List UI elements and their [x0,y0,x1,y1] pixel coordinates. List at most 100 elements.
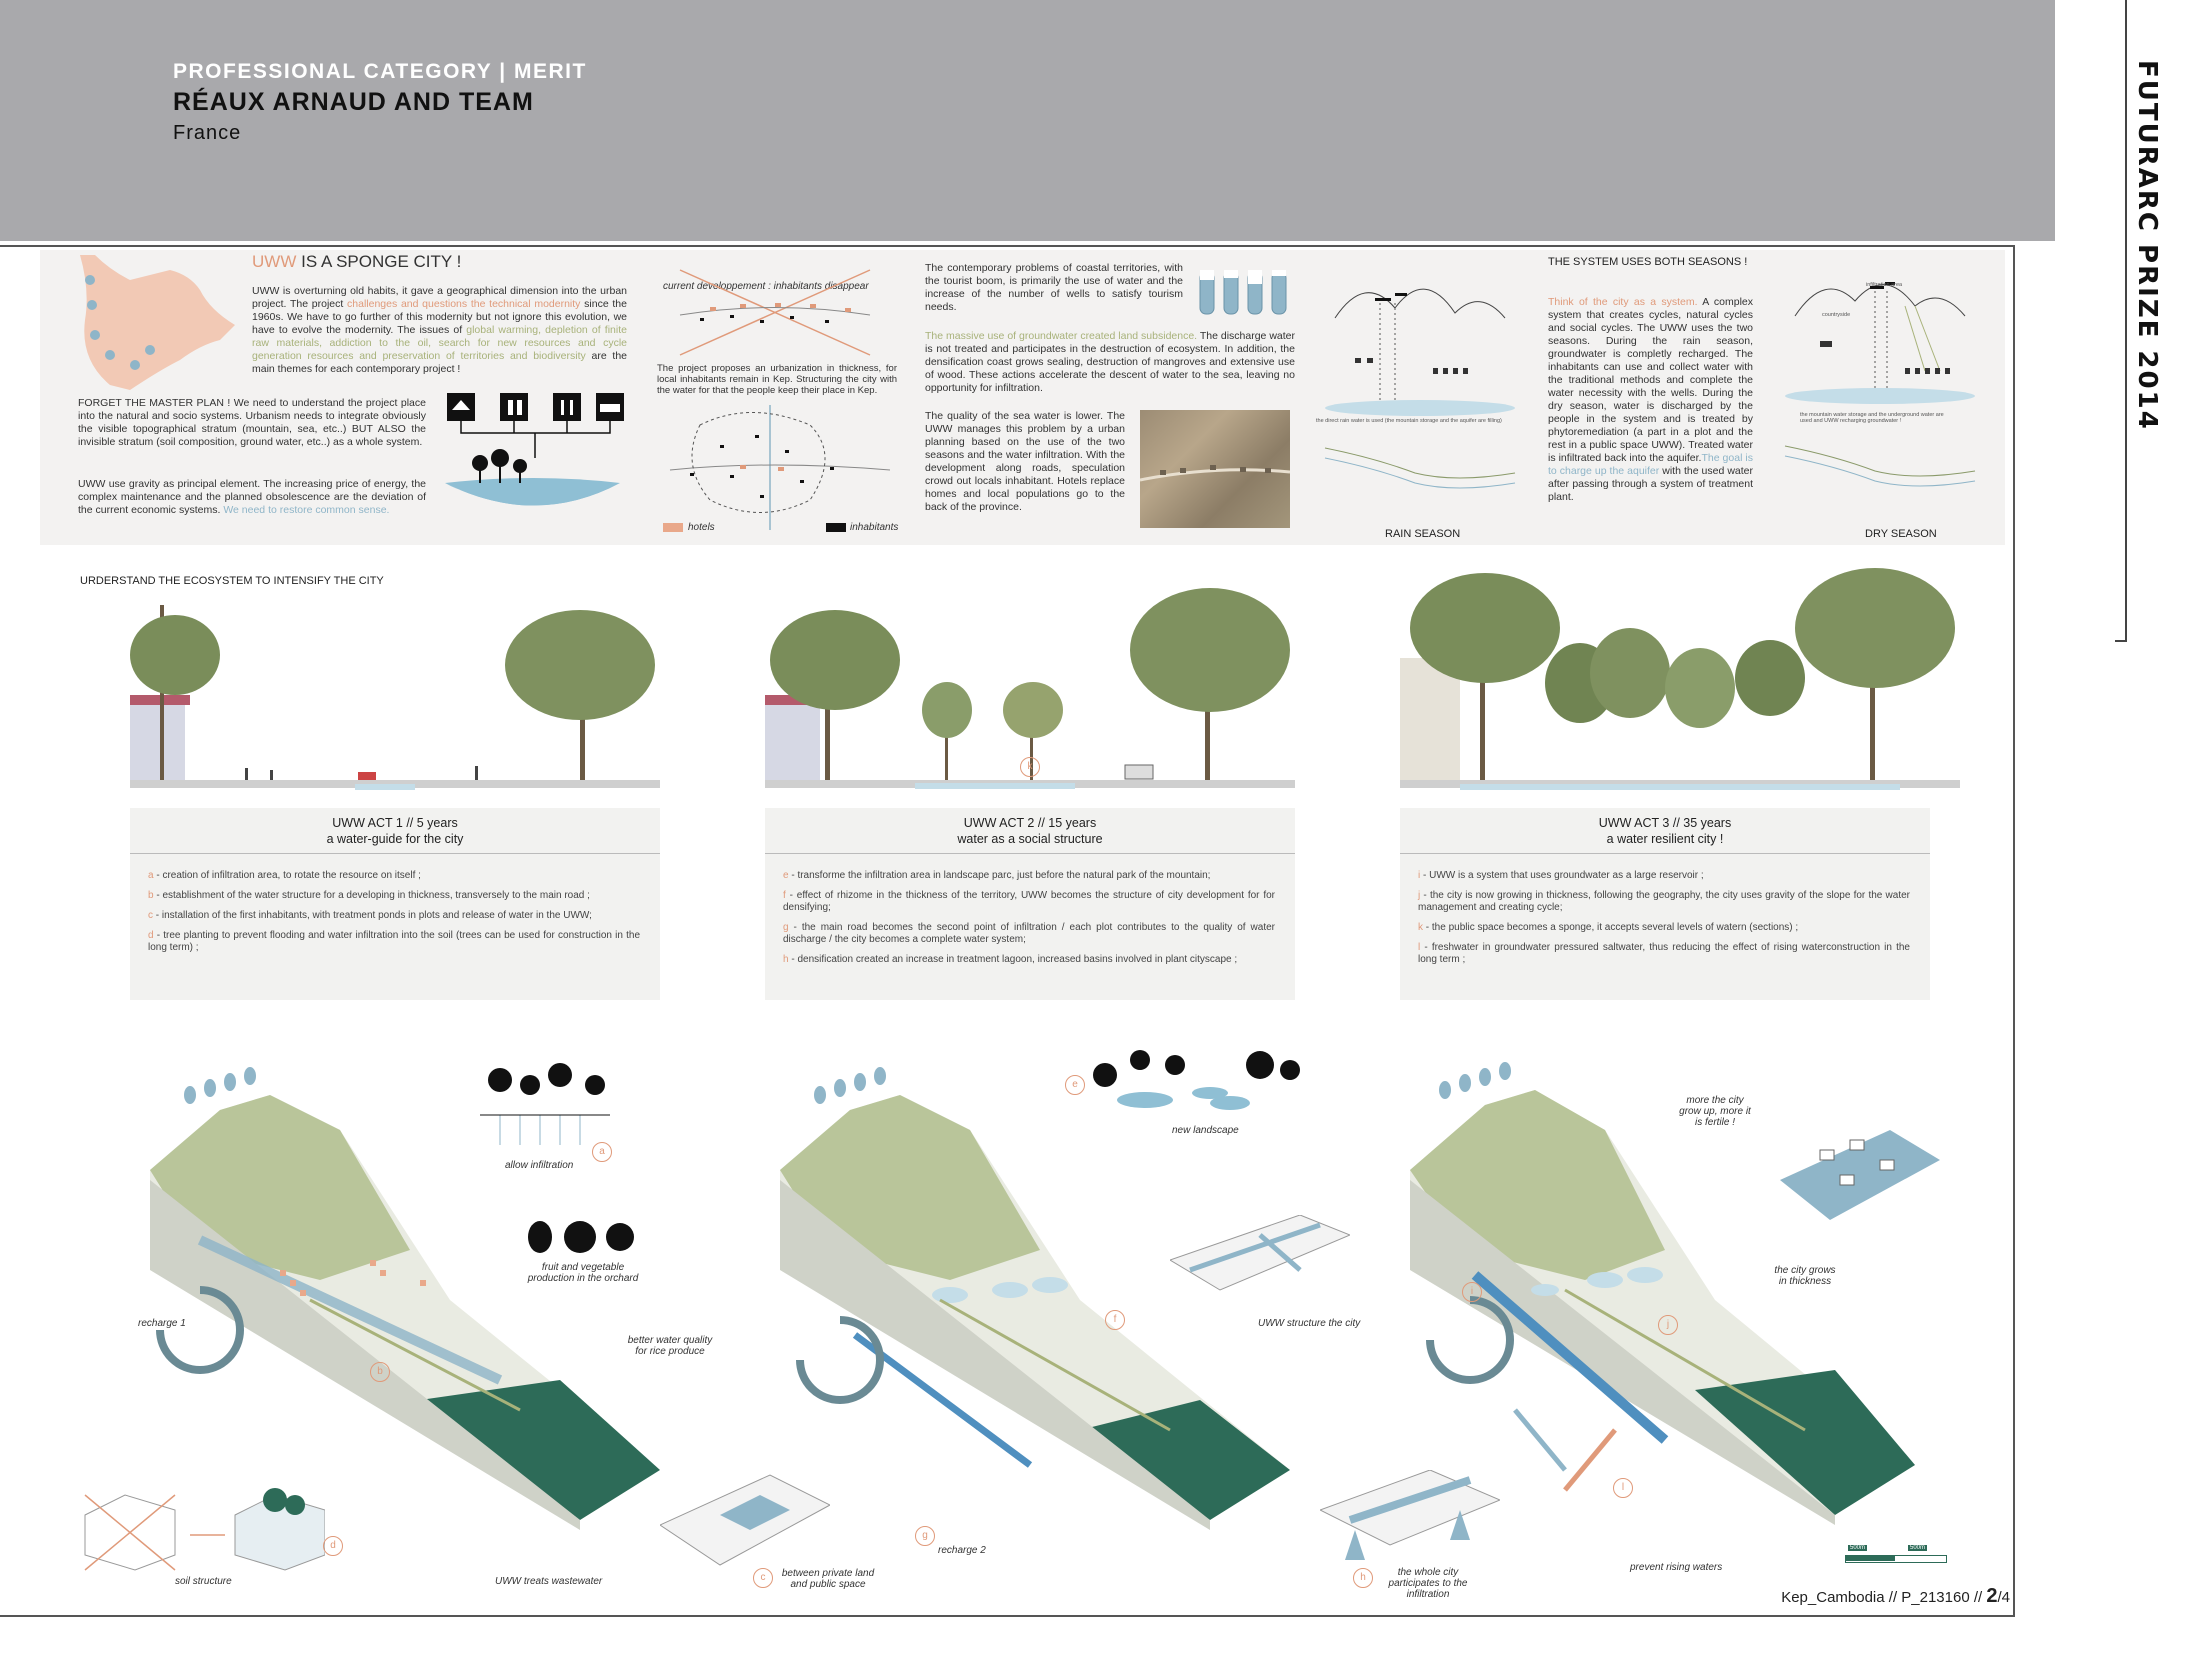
section-act1 [130,605,660,790]
circle-l: l [1613,1478,1633,1498]
side-rule [2125,0,2127,640]
team-name: RÉAUX ARNAUD AND TEAM [173,88,534,116]
act3-box [1400,808,1930,1000]
axo-act2 [780,1067,1290,1530]
houses-diagram [1780,1130,1940,1220]
section-act3 [1400,568,1960,790]
new-landscape-label: new landscape [1172,1125,1239,1136]
act-item: d - tree planting to prevent flooding an… [148,930,640,953]
legend-hotels-swatch [663,523,683,532]
whole-city-diagram [1320,1470,1500,1560]
ecosystem-title: URDERSTAND THE ECOSYSTEM TO INTENSIFY TH… [80,575,384,587]
soil-structure-diagram [84,1488,325,1571]
infiltration-area-label: infiltration area [1866,282,1903,288]
prevent-label: prevent rising waters [1630,1562,1723,1573]
current-dev-label: current developpement : inhabitants disa… [663,281,869,292]
legend-inhabitants-swatch [826,523,846,532]
side-rule-tick [2115,640,2127,642]
private-land-label: between private land and public space [781,1568,875,1590]
act-item: c - installation of the first inhabitant… [148,910,592,921]
uww-structure-label: UWW structure the city [1258,1318,1361,1329]
coast-map [80,255,235,390]
act-item: j - the city is now growing in thickness… [1418,890,1910,913]
axo-act1 [150,1067,660,1530]
act1-box [130,808,660,1000]
circle-a: a [592,1142,612,1162]
circle-h: h [1353,1568,1373,1588]
dry-season-label: DRY SEASON [1865,528,1937,540]
act1-items: a - creation of infiltration area, to ro… [148,870,640,954]
header-band [0,0,2055,241]
fruit-icon [528,1221,634,1253]
act-item: f - effect of rhizome in the thickness o… [783,890,1275,913]
side-title: FUTURARC PRIZE 2014 [2132,60,2162,431]
current-dev-diagram [679,269,871,356]
problems-paragraph: The contemporary problems of coastal ter… [925,262,1183,313]
act2-box [765,808,1295,1000]
private-land-diagram [660,1474,830,1566]
act-item: k - the public space becomes a sponge, i… [1418,922,1799,933]
board-frame [0,245,2015,1617]
circle-i: i [1462,1282,1482,1302]
fruit-label: fruit and vegetable production in the or… [527,1262,639,1284]
recharge1-label: recharge 1 [138,1318,186,1329]
system-paragraph: Think of the city as a system. A complex… [1548,296,1754,503]
new-landscape-icon [1093,1050,1300,1110]
uww-structure-diagram [1170,1215,1350,1291]
circle-k: k [1020,757,1040,777]
scale-label-1: 500m [1848,1545,1868,1551]
legend-hotels-label: hotels [688,522,715,533]
rain-caption: the direct rain water is used (the mount… [1316,418,1502,424]
island-diagram [445,393,624,506]
circle-d: d [323,1536,343,1556]
legend-inhabitants-label: inhabitants [850,522,899,533]
act-item: a - creation of infiltration area, to ro… [148,870,421,881]
more-city-label: more the city grow up, more it is fertil… [1679,1095,1751,1128]
axo-act3 [1410,1062,1915,1525]
aerial-photo [1139,410,1291,528]
act-item: e - transforme the infiltration area in … [783,870,1211,881]
uww-treats-label: UWW treats wastewater [495,1576,603,1587]
act3-items: i - UWW is a system that uses groundwate… [1418,870,1910,966]
food-icon [553,393,581,421]
act-item: l - freshwater in groundwater pressured … [1418,942,1910,965]
circle-j: j [1658,1315,1678,1335]
better-water-label: better water quality for rice produce [627,1335,713,1357]
circle-f: f [1105,1310,1125,1330]
massive-paragraph: The massive use of groundwater created l… [925,330,1295,394]
allow-infiltration-label: allow infiltration [505,1160,574,1171]
countryside-label: countryside [1822,312,1851,318]
team-country: France [173,122,242,144]
act-item: h - densification created an increase in… [783,954,1238,965]
award-category: PROFESSIONAL CATEGORY | MERIT [173,60,587,83]
sponge-paragraph: UWW is overturning old habits, it gave a… [252,285,627,375]
palm-trees-icon [480,1063,610,1145]
section-act2 [765,588,1295,789]
act2-items: e - transforme the infiltration area in … [783,870,1275,966]
rain-season-diagram [1324,288,1516,489]
act-item: g - the main road becomes the second poi… [783,922,1275,945]
act1-divider [130,853,660,854]
act2-divider [765,853,1295,854]
scale-label-2: 500m [1908,1545,1928,1551]
whole-city-label: the whole city participates to the infil… [1388,1567,1468,1600]
act-item: b - establishment of the water structure… [148,890,590,901]
act-item: i - UWW is a system that uses groundwate… [1418,870,1704,881]
act3-divider [1400,853,1930,854]
sponge-title: UWW IS A SPONGE CITY ! [252,252,462,271]
circle-c: c [753,1568,773,1588]
system-title: THE SYSTEM USES BOTH SEASONS ! [1548,256,1748,268]
city-grows-label: the city grows in thickness [1774,1265,1836,1287]
gravity-paragraph: UWW use gravity as principal element. Th… [78,478,426,516]
page-footer: Kep_Cambodia // P_213160 // 2/4 [1781,1585,2010,1607]
circle-b: b [370,1362,390,1382]
scale-bar-fill [1845,1555,1895,1561]
recharge2-label: recharge 2 [938,1545,986,1556]
dry-season-diagram [1784,282,1976,487]
rain-season-label: RAIN SEASON [1385,528,1461,540]
thickness-diagram [669,405,891,530]
intro-panel [40,250,2005,545]
